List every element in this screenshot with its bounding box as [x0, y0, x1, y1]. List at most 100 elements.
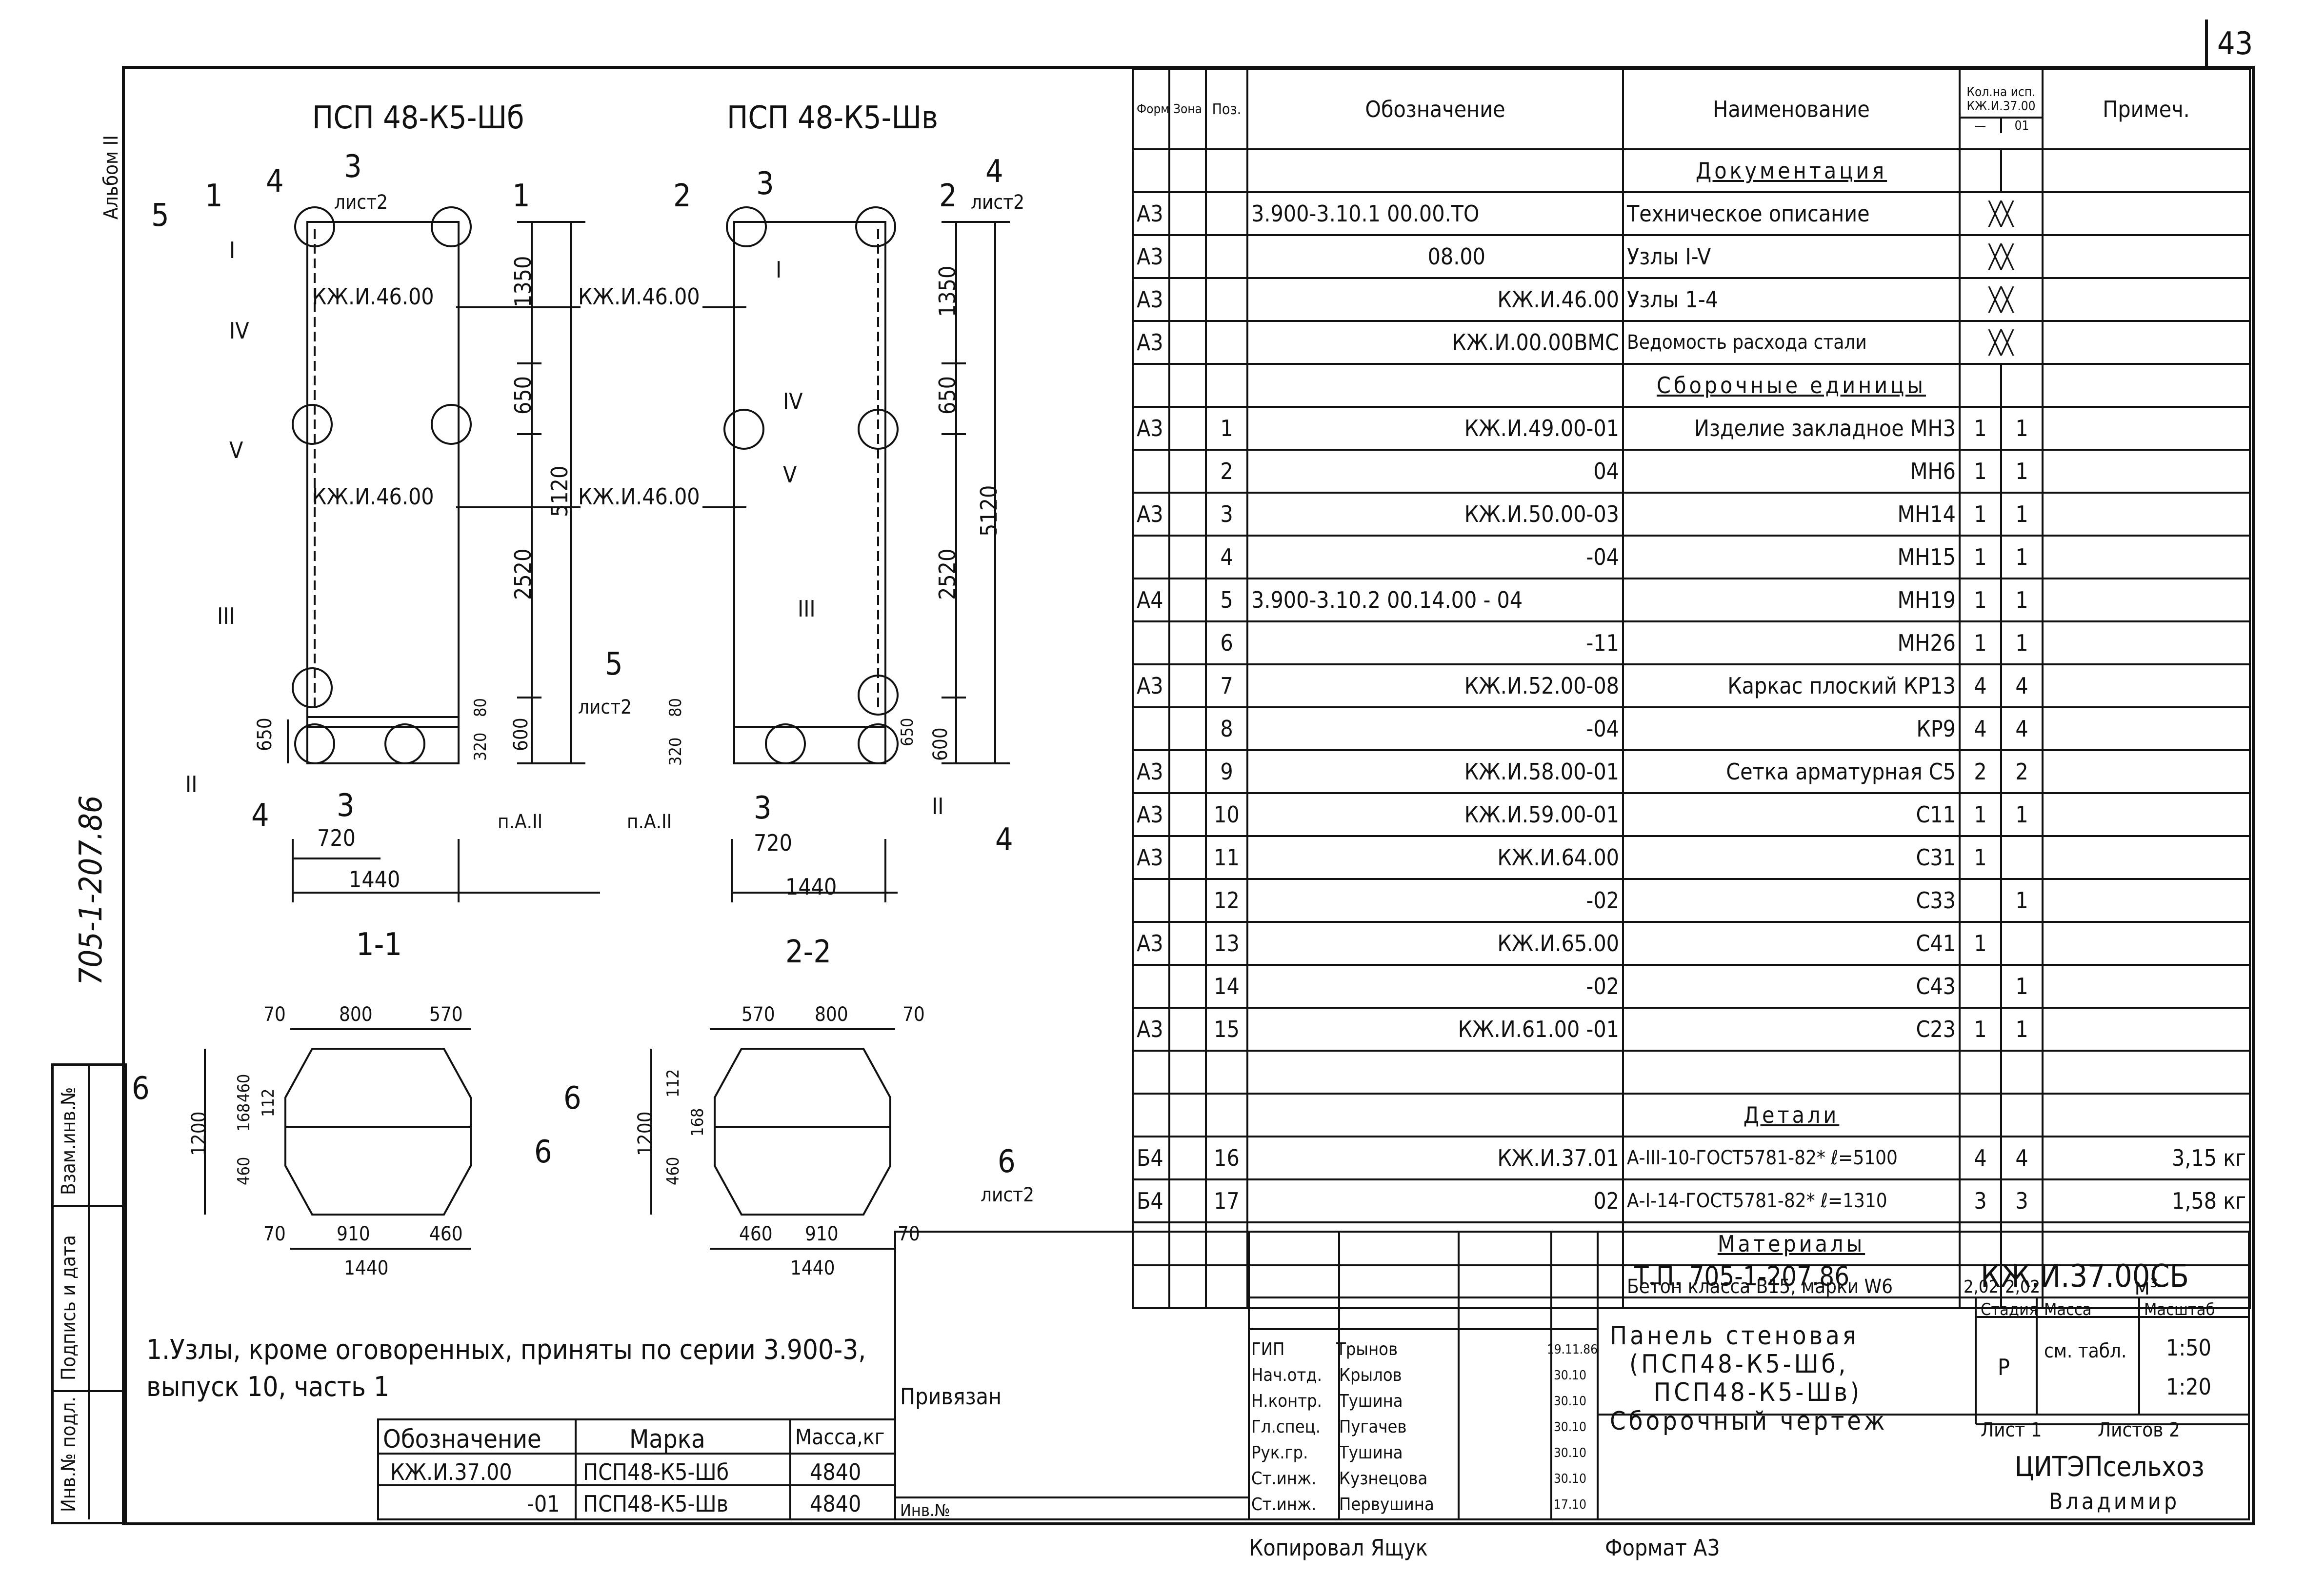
part-q1: 4 [1959, 1136, 2002, 1180]
inv-label: Инв.№ [900, 1501, 950, 1520]
part-pos: 17 [1205, 1178, 1248, 1223]
part-fmt: Б4 [1132, 1178, 1170, 1223]
part-note: 3,15 кг [2042, 1136, 2251, 1180]
unit-des: КЖ.И.59.00-01 [1246, 792, 1624, 837]
unit-q1: 4 [1959, 663, 2002, 708]
unit-q2: 1 [2000, 449, 2044, 494]
unit-q1: 2 [1959, 749, 2002, 794]
section-docs: Документация [1622, 148, 1961, 193]
scale-value-2: 1:20 [2166, 1374, 2211, 1400]
bound-label: Привязан [900, 1383, 1002, 1410]
ref-list2: лист2 [578, 696, 632, 718]
unit-q2: 1 [2000, 792, 2044, 837]
person-name: Первушина [1339, 1495, 1434, 1515]
unit-des: -04 [1246, 706, 1624, 751]
node-ref-2: II [185, 771, 198, 798]
drawing-code: КЖ.И.37.00СБ [1981, 1258, 2189, 1295]
unit-des: КЖ.И.61.00 -01 [1246, 1007, 1624, 1052]
unit-pos: 9 [1205, 749, 1248, 794]
unit-pos: 11 [1205, 835, 1248, 880]
hdr-qty-a: — [1962, 118, 2002, 133]
hdr-name: Наименование [1622, 68, 1961, 150]
unit-q1: 1 [1959, 1007, 2002, 1052]
dim-80: 80 [666, 698, 685, 717]
ref-pa2: п.А.II [627, 811, 672, 833]
hdr-designation: Обозначение [1246, 68, 1624, 150]
doc-fmt: А3 [1132, 277, 1170, 322]
doc-fmt: А3 [1132, 320, 1170, 365]
material-note: м³ [2042, 1264, 2251, 1309]
unit-note [2042, 406, 2251, 451]
unit-des: КЖ.И.58.00-01 [1246, 749, 1624, 794]
dim-320: 320 [471, 732, 490, 761]
ref-kzh-4600: КЖ.И.46.00 [312, 483, 434, 510]
sec-dim-910: 910 [337, 1223, 370, 1245]
unit-q2: 1 [2000, 578, 2044, 622]
unit-des: КЖ.И.52.00-08 [1246, 663, 1624, 708]
strip-divider [51, 1205, 122, 1207]
organization: ЦИТЭПсельхоз [2015, 1451, 2205, 1483]
dim-650-bottom: 650 [898, 718, 917, 746]
stage-header: Стадия [1981, 1300, 2038, 1319]
unit-fmt: А3 [1132, 792, 1170, 837]
unit-note [2042, 492, 2251, 537]
person-role: Нач.отд. [1251, 1365, 1322, 1385]
unit-note [2042, 1007, 2251, 1052]
sec-dim-70: 70 [898, 1223, 920, 1245]
unit-q2: 4 [2000, 663, 2044, 708]
unit-note [2042, 878, 2251, 923]
doc-fmt: А3 [1132, 191, 1170, 236]
ref-list2: лист2 [334, 191, 388, 214]
scale-header: Масштаб [2144, 1300, 2215, 1319]
section-arrow-6: 6 [998, 1144, 1016, 1180]
unit-q2: 4 [2000, 706, 2044, 751]
person-date: 30.10 [1554, 1471, 1586, 1486]
blank-row [1132, 1050, 2251, 1095]
sec-dim-460: 460 [234, 1157, 254, 1185]
unit-fmt: А4 [1132, 578, 1170, 622]
unit-des: -11 [1246, 620, 1624, 665]
material-name: Бетон класса В15, марки W6 [1622, 1264, 1961, 1309]
dim-5120: 5120 [546, 465, 573, 517]
person-row: Ст.инж. Первушина 17.10 [1251, 1492, 1598, 1517]
unit-fmt: А3 [1132, 663, 1170, 708]
unit-note [2042, 706, 2251, 751]
unit-q2: 1 [2000, 535, 2044, 579]
unit-pos: 15 [1205, 1007, 1248, 1052]
section-arrow-3: 3 [337, 788, 355, 824]
format-label: Формат А3 [1605, 1535, 1720, 1561]
dim-720: 720 [754, 830, 792, 856]
hdr-qty-b: 01 [2014, 118, 2029, 133]
section-title-2-2: 2-2 [785, 934, 832, 970]
doc-des: КЖ.И.46.00 [1246, 277, 1624, 322]
ref-list2: лист2 [971, 191, 1025, 214]
unit-note [2042, 749, 2251, 794]
marks-header-mark: Марка [629, 1425, 705, 1454]
part-des: 02 [1246, 1178, 1624, 1223]
doc-cross: ╳╳ [1959, 191, 2044, 236]
doc-name: Техническое описание [1622, 191, 1961, 236]
person-name: Кузнецова [1339, 1469, 1428, 1489]
sec-dim-70: 70 [263, 1003, 286, 1026]
material-row: Бетон класса В15, марки W6 2,02 2,02 м³ [1132, 1264, 2251, 1309]
unit-pos: 3 [1205, 492, 1248, 537]
dim-1440: 1440 [349, 866, 401, 893]
person-name: Тушина [1339, 1443, 1403, 1463]
unit-q2: 1 [2000, 1007, 2044, 1052]
person-role: Ст.инж. [1251, 1469, 1317, 1489]
part-q2: 3 [2000, 1178, 2044, 1223]
unit-q1: 1 [1959, 792, 2002, 837]
unit-name: МН19 [1622, 578, 1961, 622]
node-ref-1: I [776, 257, 782, 283]
unit-name: МН14 [1622, 492, 1961, 537]
unit-fmt: А3 [1132, 749, 1170, 794]
material-q2: 2,02 [2000, 1264, 2044, 1309]
unit-fmt [1132, 620, 1170, 665]
node-ref-4: IV [229, 318, 249, 344]
